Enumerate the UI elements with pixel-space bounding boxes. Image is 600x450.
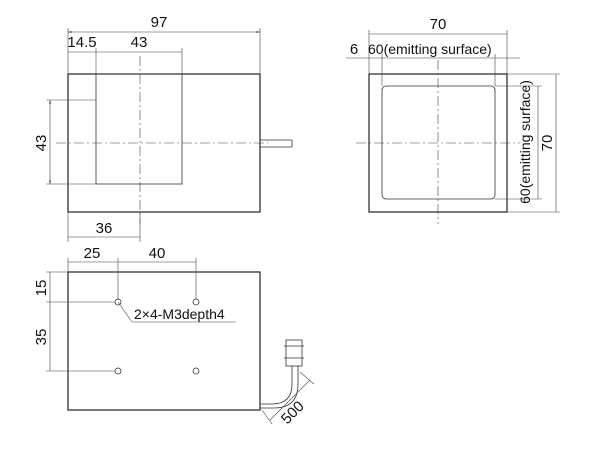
mounting-hole [114, 367, 122, 375]
ext-line [299, 371, 315, 385]
dim-line-cable [269, 379, 311, 421]
dim-label-emitting-width: 60(emitting surface) [368, 41, 492, 57]
mounting-hole [192, 298, 200, 306]
dim-label-inset-width: 43 [131, 34, 148, 51]
dim-label-hole-y1: 15 [33, 280, 50, 297]
dim-label-side-width: 70 [430, 16, 447, 33]
dim-label-hole-pitch-y: 35 [33, 329, 50, 346]
dim-label-wall: 6 [350, 41, 358, 58]
cable-outline-inner [260, 366, 299, 409]
bottom-view: 25 40 15 35 2×4-M3depth4 500 [33, 245, 315, 428]
front-view: 97 14.5 43 43 36 [33, 14, 293, 242]
dim-label-width: 97 [151, 14, 168, 31]
cable-outline [260, 366, 293, 405]
dim-label-inset-height: 43 [33, 135, 50, 152]
dim-label-side-height: 70 [539, 135, 556, 152]
hole-leader-line [117, 301, 133, 323]
emitting-surface-outline [381, 85, 496, 200]
dim-label-hole-x1: 25 [84, 245, 101, 262]
connector-body [285, 339, 303, 367]
dim-label-emitting-height: 60(emitting surface) [517, 80, 533, 204]
dim-label-lower-offset: 36 [96, 220, 113, 237]
hole-callout: 2×4-M3depth4 [134, 306, 225, 322]
front-window-outline [95, 73, 183, 185]
side-view: 70 6 60(emitting surface) 60(emitting su… [346, 16, 560, 224]
dim-label-inset-left: 14.5 [67, 34, 96, 51]
mounting-hole [192, 367, 200, 375]
dim-label-hole-pitch-x: 40 [149, 245, 166, 262]
ext-line [261, 409, 273, 425]
bottom-housing-outline [67, 271, 261, 411]
